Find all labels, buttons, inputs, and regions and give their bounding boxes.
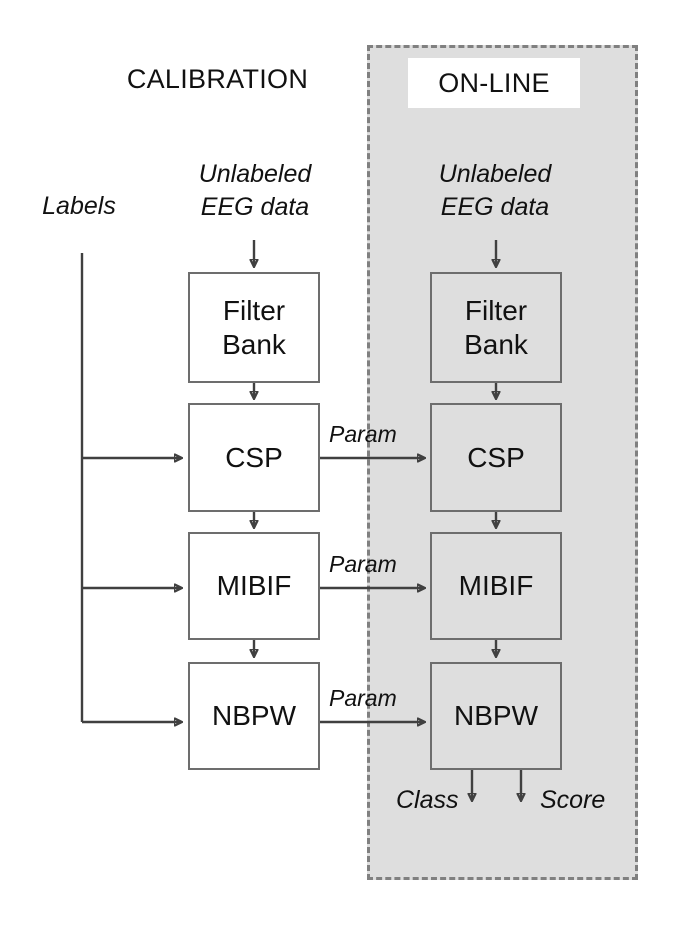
online-block-csp[interactable]: CSP [430, 403, 562, 512]
online-block-nbpw[interactable]: NBPW [430, 662, 562, 770]
calibration-block-nbpw[interactable]: NBPW [188, 662, 320, 770]
output-label-score: Score [540, 786, 606, 814]
edge-label-param-mibif: Param [329, 551, 397, 577]
phase-title-calibration: CALIBRATION [126, 64, 309, 94]
input-label-unlabeled-eeg-calibration: Unlabeled EEG data [198, 160, 312, 221]
online-block-mibif[interactable]: MIBIF [430, 532, 562, 640]
edge-label-param-nbpw: Param [329, 685, 397, 711]
online-block-filter-bank[interactable]: Filter Bank [430, 272, 562, 383]
input-label-unlabeled-eeg-online: Unlabeled EEG data [438, 160, 552, 221]
phase-title-online: ON-LINE [408, 58, 580, 108]
calibration-block-filter-bank[interactable]: Filter Bank [188, 272, 320, 383]
calibration-block-csp[interactable]: CSP [188, 403, 320, 512]
calibration-block-mibif[interactable]: MIBIF [188, 532, 320, 640]
input-label-labels: Labels [42, 192, 116, 220]
edge-label-param-csp: Param [329, 421, 397, 447]
output-label-class: Class [396, 786, 459, 814]
